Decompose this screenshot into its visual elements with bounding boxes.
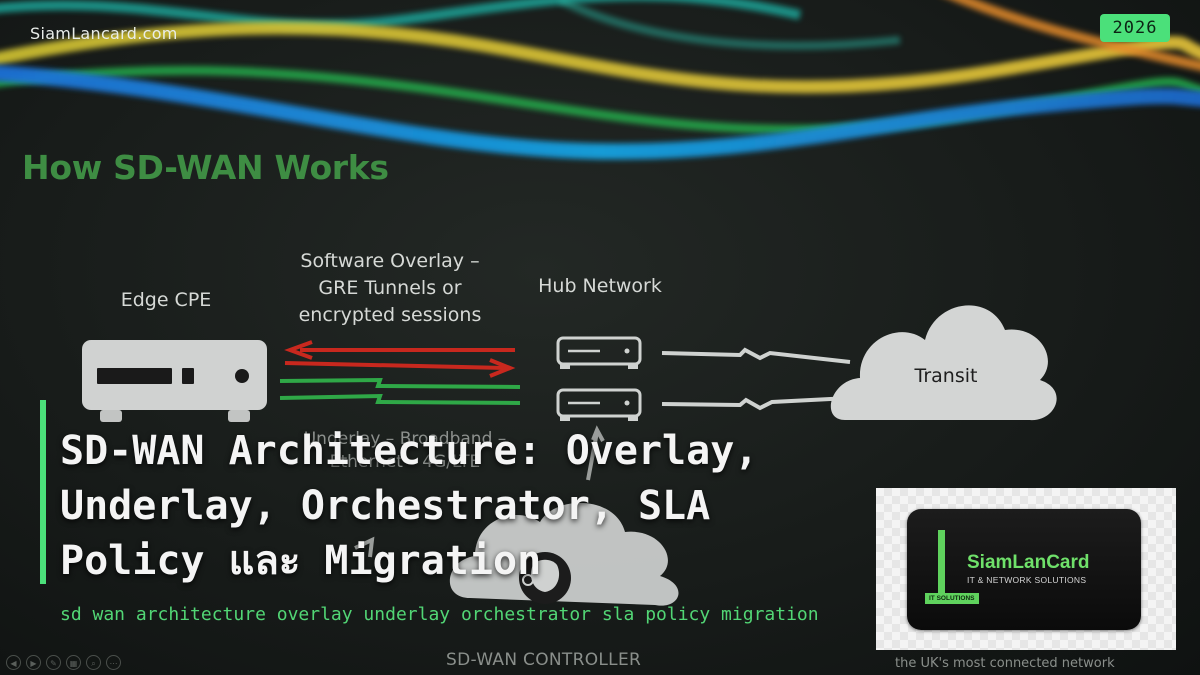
overlay-label-line-1: Software Overlay –: [300, 250, 480, 272]
network-caption: the UK's most connected network: [895, 656, 1115, 671]
logo-bar-mark: [938, 530, 945, 600]
edge-cpe-device: [82, 340, 267, 422]
site-watermark: SiamLancard.com: [30, 24, 178, 43]
article-headline: SD-WAN Architecture: Overlay, Underlay, …: [60, 428, 759, 584]
controller-label: SD-WAN CONTROLLER: [446, 650, 642, 670]
underlay-arrows: [279, 377, 521, 405]
hub-network-label: Hub Network: [538, 275, 662, 297]
next-icon[interactable]: ▶: [26, 655, 41, 670]
underlay-label-line-1: Underlay – Broadband –: [303, 429, 507, 449]
accent-bar: [40, 400, 46, 584]
edge-cpe-label: Edge CPE: [120, 289, 212, 311]
transit-label: Transit: [914, 365, 978, 387]
controller-arrows: [354, 425, 605, 558]
controller-cloud: [449, 502, 679, 606]
overlay-arrows: [284, 340, 516, 378]
prev-icon[interactable]: ◀: [6, 655, 21, 670]
underlay-label-line-2: Ethernet – 4G/LTE: [329, 452, 481, 472]
hub-router-icons: [556, 336, 642, 421]
slide-title: How SD-WAN Works: [22, 148, 389, 187]
zoom-icon[interactable]: ⌕: [86, 655, 101, 670]
pen-icon[interactable]: ✎: [46, 655, 61, 670]
logo-chip: IT SOLUTIONS: [925, 593, 979, 604]
transit-cloud: [830, 305, 1057, 421]
slide-player-controls: ◀ ▶ ✎ ▦ ⌕ ⋯: [6, 655, 121, 670]
slides-icon[interactable]: ▦: [66, 655, 81, 670]
article-slug: sd wan architecture overlay underlay orc…: [60, 604, 819, 625]
overlay-label-line-3: encrypted sessions: [298, 304, 482, 326]
logo-panel: SiamLanCard IT & NETWORK SOLUTIONS IT SO…: [876, 488, 1176, 650]
decorative-ribbons: [0, 0, 1200, 160]
logo-card: SiamLanCard IT & NETWORK SOLUTIONS IT SO…: [907, 509, 1141, 630]
overlay-label: Software Overlay – GRE Tunnels or encryp…: [280, 248, 500, 329]
year-badge: 2026: [1100, 14, 1170, 42]
underlay-label: Underlay – Broadband – Ethernet – 4G/LTE: [290, 428, 520, 474]
link-bolts: [661, 347, 851, 411]
logo-name: SiamLanCard: [967, 552, 1090, 573]
more-icon[interactable]: ⋯: [106, 655, 121, 670]
overlay-label-line-2: GRE Tunnels or: [318, 277, 462, 299]
logo-tagline: IT & NETWORK SOLUTIONS: [967, 575, 1087, 585]
